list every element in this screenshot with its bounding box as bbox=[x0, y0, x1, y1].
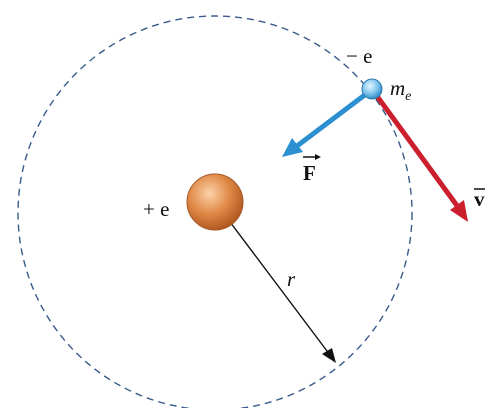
radius-arrow bbox=[217, 205, 336, 363]
orbit-circle bbox=[17, 15, 413, 408]
nucleus bbox=[186, 173, 244, 231]
electron bbox=[361, 78, 383, 100]
radius-label: r bbox=[287, 267, 296, 291]
nucleus-charge-label: + e bbox=[143, 197, 169, 221]
svg-text:F: F bbox=[303, 161, 316, 185]
velocity-arrow bbox=[371, 90, 468, 222]
force-arrow bbox=[282, 89, 372, 157]
force-label: F bbox=[303, 154, 321, 185]
electron-mass-label: me bbox=[390, 76, 411, 104]
svg-text:v: v bbox=[474, 187, 485, 211]
electron-charge-label: − e bbox=[346, 44, 372, 68]
velocity-label: v bbox=[474, 187, 485, 211]
